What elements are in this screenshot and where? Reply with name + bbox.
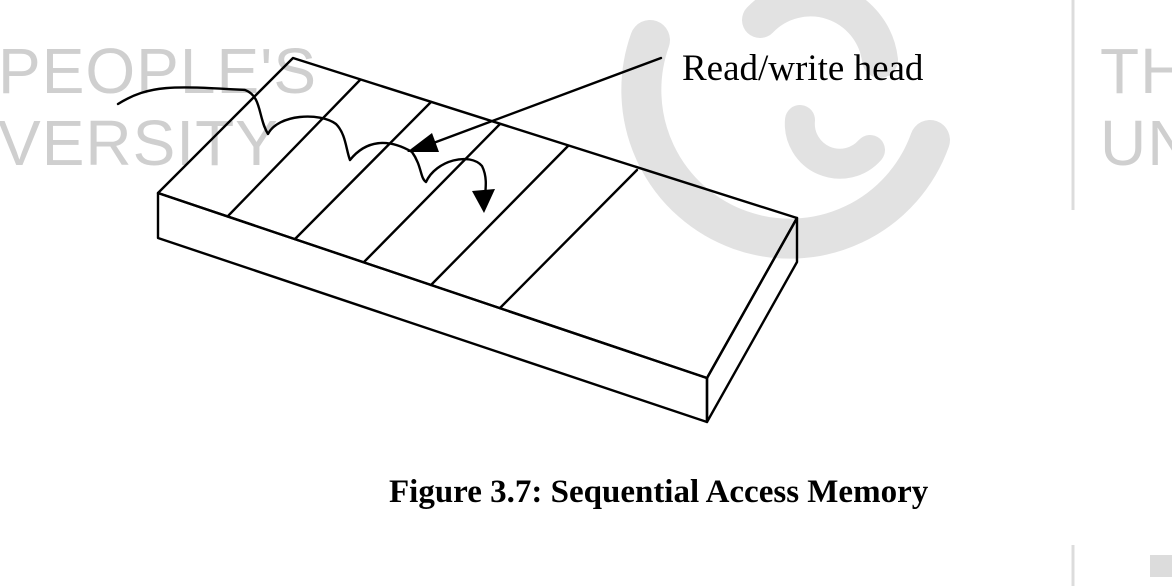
tape-path-arrowhead — [472, 189, 495, 213]
tape-right-face — [705, 216, 799, 424]
read-write-head-label: Read/write head — [682, 48, 924, 89]
read-write-head-arrow-line — [426, 56, 663, 147]
watermark-text-left-1: PEOPLE'S — [0, 35, 317, 107]
watermark-text-left-2: VERSITY — [0, 107, 279, 179]
watermark-text-right-2: UN — [1100, 107, 1172, 179]
tape-segment-line-4 — [429, 144, 570, 287]
tape-path-wave — [116, 86, 488, 198]
tape-segment-line-3 — [362, 122, 502, 264]
tape-segment-line-1 — [226, 78, 362, 218]
read-write-head-arrowhead — [407, 133, 439, 152]
tape-segment-line-2 — [293, 100, 433, 241]
figure-caption: Figure 3.7: Sequential Access Memory — [389, 474, 929, 510]
watermark-block — [1150, 555, 1172, 577]
watermark-text-right-1: TH — [1100, 35, 1172, 107]
watermark-logo — [621, 0, 950, 259]
tape-segment-line-5 — [498, 168, 639, 310]
tape-block — [156, 56, 799, 424]
tape-front-face — [156, 191, 709, 424]
